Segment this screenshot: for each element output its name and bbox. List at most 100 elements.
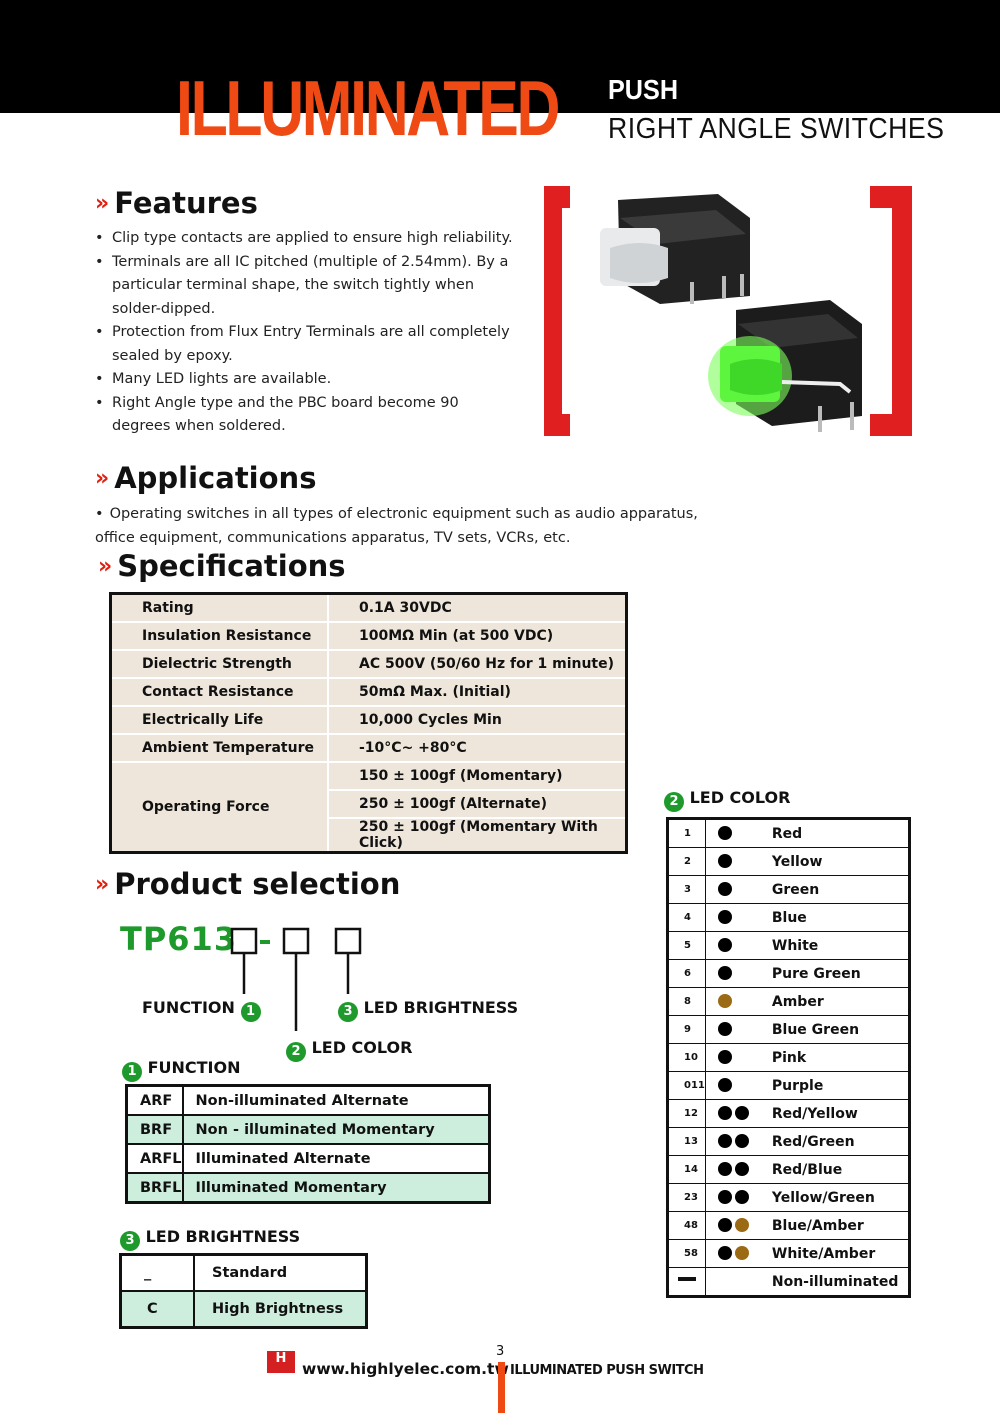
- black-dot-icon: [717, 1105, 732, 1120]
- led-number: 48: [667, 1211, 706, 1240]
- function-code: ARFL: [125, 1143, 184, 1174]
- led-color-name: Non-illuminated: [771, 1267, 910, 1297]
- black-dot-icon: [717, 1217, 732, 1232]
- product-selection-heading: »Product selection: [95, 867, 401, 901]
- led-color-name: Amber: [771, 987, 910, 1016]
- led-number: 011: [667, 1071, 706, 1100]
- function-code: ARF: [125, 1084, 184, 1116]
- black-dot-icon: [717, 937, 732, 952]
- led-color-name: Yellow/Green: [771, 1183, 910, 1212]
- feature-item: Protection from Flux Entry Terminals are…: [95, 321, 515, 368]
- feature-item: Right Angle type and the PBC board becom…: [95, 392, 515, 439]
- header-tag: PUSH: [608, 74, 679, 105]
- spec-value: 10,000 Cycles Min: [327, 705, 628, 735]
- black-dot-icon: [717, 1189, 732, 1204]
- amber-dot-icon: [734, 1217, 749, 1232]
- led-color-dots: [705, 959, 772, 988]
- black-dot-icon: [717, 1021, 732, 1036]
- led-color-dots: [705, 903, 772, 932]
- spec-key: Electrically Life: [109, 705, 329, 735]
- features-list: Clip type contacts are applied to ensure…: [95, 227, 515, 439]
- spec-key: Dielectric Strength: [109, 649, 329, 679]
- switch-lit-image: [708, 300, 862, 432]
- led-color-name: Blue: [771, 903, 910, 932]
- led-number: 8: [667, 987, 706, 1016]
- table-row: 3 Green: [667, 875, 910, 904]
- black-dot-icon: [734, 1161, 749, 1176]
- black-dot-icon: [734, 1133, 749, 1148]
- led-color-dots: [705, 1043, 772, 1072]
- spec-key: Contact Resistance: [109, 677, 329, 707]
- led-color-dots: [705, 987, 772, 1016]
- led-color-dots: [705, 1183, 772, 1212]
- function-desc: Illuminated Alternate: [181, 1143, 491, 1174]
- black-dot-icon: [717, 1049, 732, 1064]
- led-number: 23: [667, 1183, 706, 1212]
- led-color-name: Yellow: [771, 847, 910, 876]
- black-dot-icon: [717, 1077, 732, 1092]
- number-1-icon: 1: [122, 1062, 142, 1082]
- spec-value: 100MΩ Min (at 500 VDC): [327, 621, 628, 651]
- part-code: TP613: [120, 920, 238, 958]
- black-dot-icon: [717, 1161, 732, 1176]
- led-number: 9: [667, 1015, 706, 1044]
- led-color-dots: [705, 875, 772, 904]
- table-row: 250 ± 100gf (Alternate): [111, 789, 628, 819]
- specifications-heading: »Specifications: [98, 549, 346, 583]
- applications-heading: »Applications: [95, 461, 317, 495]
- led-color-dots: [705, 1211, 772, 1240]
- feature-item: Clip type contacts are applied to ensure…: [95, 227, 515, 251]
- led-color-dots: [705, 1127, 772, 1156]
- led-color-name: Red/Blue: [771, 1155, 910, 1184]
- spec-value: 250 ± 100gf (Alternate): [327, 789, 628, 819]
- led-color-dots: [705, 818, 772, 848]
- header-bar: [0, 0, 1000, 113]
- page-number: 3: [496, 1344, 505, 1359]
- company-logo: H: [267, 1351, 295, 1373]
- number-2-icon: 2: [664, 792, 684, 812]
- spec-key: Ambient Temperature: [109, 733, 329, 763]
- led-color-name: Purple: [771, 1071, 910, 1100]
- led-number: 4: [667, 903, 706, 932]
- led-number: 6: [667, 959, 706, 988]
- black-dot-icon: [717, 853, 732, 868]
- black-dot-icon: [734, 1105, 749, 1120]
- features-heading: »Features: [95, 186, 258, 220]
- led-color-dots: [705, 1155, 772, 1184]
- led-color-table-title: 2 LED COLOR: [664, 788, 790, 812]
- led-color-name: Pink: [771, 1043, 910, 1072]
- spec-value: 250 ± 100gf (Momentary With Click): [327, 817, 628, 854]
- function-code: BRFL: [125, 1172, 184, 1204]
- led-color-name: Red: [771, 818, 910, 848]
- function-desc: Non-illuminated Alternate: [181, 1084, 491, 1116]
- amber-dot-icon: [734, 1245, 749, 1260]
- led-number: 5: [667, 931, 706, 960]
- spec-value: AC 500V (50/60 Hz for 1 minute): [327, 649, 628, 679]
- led-number: [667, 1267, 706, 1297]
- led-number: 3: [667, 875, 706, 904]
- function-code: BRF: [125, 1114, 184, 1145]
- led-number: 58: [667, 1239, 706, 1268]
- led-color-dots: [705, 847, 772, 876]
- led-color-dots: [705, 1099, 772, 1128]
- spec-value: 150 ± 100gf (Momentary): [327, 761, 628, 791]
- led-number: 1: [667, 818, 706, 848]
- website-url[interactable]: www.highlyelec.com.tw: [302, 1360, 509, 1378]
- table-row: 4 Blue: [667, 903, 910, 932]
- led-color-name: Green: [771, 875, 910, 904]
- spec-key: Rating: [109, 592, 329, 623]
